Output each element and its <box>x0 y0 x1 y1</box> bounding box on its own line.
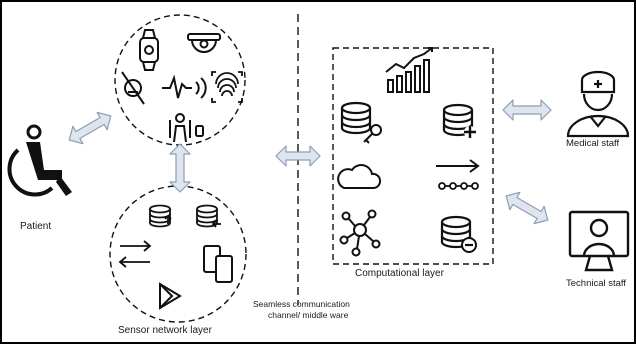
technical-staff-arrow <box>505 191 549 225</box>
cloud-icon <box>337 164 382 189</box>
medical-staff-label: Medical staff <box>566 138 620 149</box>
computational-layer-label: Computational layer <box>355 268 445 279</box>
doctor-icon <box>566 70 630 138</box>
transfer-arrows-icon <box>118 240 152 268</box>
security-camera-icon <box>187 33 221 53</box>
database-upload-icon <box>149 204 172 228</box>
play-store-icon <box>159 282 182 310</box>
database-key-icon <box>340 101 382 144</box>
patient-label: Patient <box>20 221 51 232</box>
sensor-layer-label: Sensor network layer <box>118 325 213 336</box>
fingerprint-scan-icon <box>211 71 243 103</box>
computational-box <box>332 47 494 265</box>
smartwatch-icon <box>139 29 159 71</box>
mobile-devices-icon <box>203 245 233 283</box>
communication-channel-line1: Seamless communication <box>253 299 350 309</box>
database-download-icon <box>196 204 221 228</box>
patient-sensor-arrow <box>68 111 112 145</box>
body-scan-icon <box>169 113 204 143</box>
arrow-right-icon <box>436 159 480 173</box>
communication-channel-line2: channel/ middle ware <box>268 310 349 320</box>
technical-staff-label: Technical staff <box>566 278 626 289</box>
database-add-icon <box>442 103 476 138</box>
sensor-vertical-arrow <box>169 143 191 193</box>
sensor-network-cluster <box>109 185 247 323</box>
wheelchair-user-icon <box>7 124 72 197</box>
heartbeat-signal-icon <box>162 74 207 99</box>
technician-icon <box>568 210 630 272</box>
medical-staff-arrow <box>502 99 552 121</box>
pill-sensor-icon <box>121 71 145 105</box>
middleware-arrow <box>275 145 321 167</box>
growth-chart-icon <box>385 47 433 93</box>
node-chain-icon <box>438 182 479 190</box>
network-hub-icon <box>339 209 381 257</box>
database-remove-icon <box>440 215 477 253</box>
